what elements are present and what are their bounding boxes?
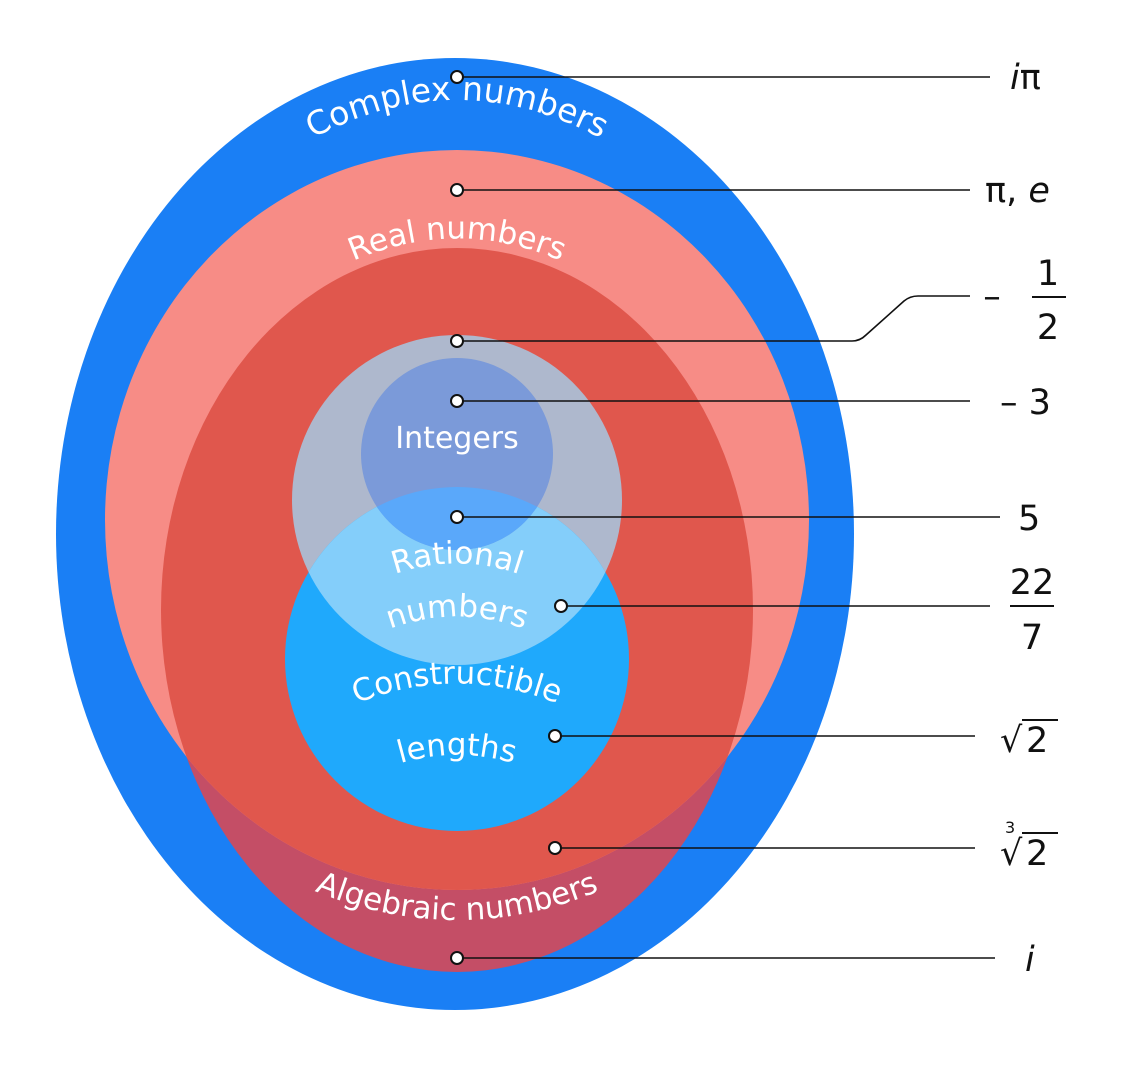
sqrt-radicand: 2 <box>1026 721 1048 761</box>
marker-22-7 <box>554 599 568 613</box>
marker-i <box>450 951 464 965</box>
integers-constructible-overlap <box>361 487 553 550</box>
marker-pi-e <box>450 183 464 197</box>
fraction-denominator: 7 <box>1021 618 1043 658</box>
example-pi-e: π, e <box>985 171 1050 211</box>
marker-neg-three <box>450 394 464 408</box>
example-i-pi: iπ <box>1010 58 1041 98</box>
integers-label: Integers <box>395 421 519 456</box>
cbrt-radicand: 2 <box>1026 834 1048 874</box>
cbrt-radical-sign: √ <box>1000 834 1023 874</box>
example-sqrt2: √ 2 <box>1000 719 1058 761</box>
fraction-numerator: 22 <box>1010 563 1055 603</box>
marker-i-pi <box>450 70 464 84</box>
example-neg-half: – 1 2 <box>983 254 1066 348</box>
neg-half-denominator: 2 <box>1037 308 1059 348</box>
example-cbrt2: 3 √ 2 <box>1000 818 1058 874</box>
example-i: i <box>1025 940 1035 980</box>
leader-line-neg-half <box>457 295 970 342</box>
sqrt-radical-sign: √ <box>1000 721 1023 761</box>
example-22-over-7: 22 7 <box>1010 563 1055 658</box>
marker-sqrt2 <box>548 729 562 743</box>
neg-half-numerator: 1 <box>1037 254 1059 294</box>
marker-cbrt2 <box>548 841 562 855</box>
example-neg-three: – 3 <box>1000 383 1051 423</box>
neg-half-sign: – <box>983 277 1001 317</box>
cbrt-index: 3 <box>1005 818 1015 837</box>
marker-five <box>450 510 464 524</box>
marker-neg-half <box>450 334 464 348</box>
example-five: 5 <box>1018 499 1040 539</box>
